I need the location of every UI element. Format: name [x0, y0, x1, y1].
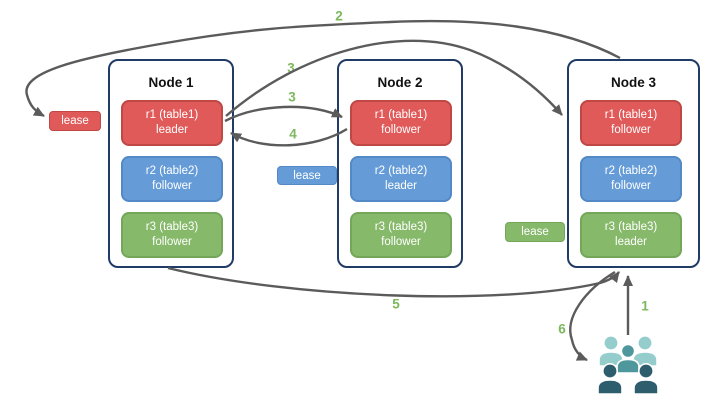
- users-icon: [597, 334, 659, 395]
- replica-role: leader: [156, 124, 188, 136]
- lease-badge-green: lease: [505, 222, 565, 242]
- replica-role: follower: [152, 236, 192, 248]
- step-label-2: 2: [335, 8, 343, 24]
- node3-title: Node 3: [610, 75, 656, 90]
- node1-replica-r1: r1 (table1) leader: [121, 100, 223, 146]
- arrow-step6-node3-to-users: [569, 270, 616, 362]
- replica-role: follower: [611, 124, 651, 136]
- node1-title: Node 1: [148, 75, 194, 90]
- step-label-1: 1: [641, 298, 649, 314]
- lease-badge-red: lease: [49, 111, 101, 131]
- replica-name: r1 (table1): [374, 109, 428, 122]
- node3-panel: Node 3 r1 (table1) follower r2 (table2) …: [567, 59, 700, 268]
- node2-replica-r2: r2 (table2) leader: [350, 156, 452, 202]
- step-label-3b: 3: [288, 89, 296, 105]
- replica-name: r3 (table3): [145, 221, 199, 234]
- replica-name: r2 (table2): [604, 165, 658, 178]
- replica-role: leader: [385, 180, 417, 192]
- node1-replica-r3: r3 (table3) follower: [121, 212, 223, 258]
- arrow-step3-leader-to-node2: [224, 105, 343, 123]
- node1-replica-r2: r2 (table2) follower: [121, 156, 223, 202]
- replica-role: follower: [611, 180, 651, 192]
- node3-replica-r1: r1 (table1) follower: [580, 100, 682, 146]
- replica-role: follower: [381, 124, 421, 136]
- step-label-6: 6: [558, 321, 566, 337]
- replica-role: follower: [152, 180, 192, 192]
- replica-name: r1 (table1): [145, 109, 199, 122]
- arrow-step5-node1-to-node3: [167, 266, 620, 298]
- replica-name: r3 (table3): [374, 221, 428, 234]
- step-label-3a: 3: [287, 60, 295, 76]
- replica-role: follower: [381, 236, 421, 248]
- lease-badge-blue: lease: [277, 166, 337, 185]
- replica-role: leader: [615, 236, 647, 248]
- replica-name: r1 (table1): [604, 109, 658, 122]
- node2-replica-r3: r3 (table3) follower: [350, 212, 452, 258]
- replica-name: r2 (table2): [374, 165, 428, 178]
- node1-panel: Node 1 r1 (table1) leader r2 (table2) fo…: [108, 59, 234, 268]
- replica-name: r2 (table2): [145, 165, 199, 178]
- step-label-5: 5: [392, 296, 400, 312]
- node2-panel: Node 2 r1 (table1) follower r2 (table2) …: [337, 59, 463, 268]
- node3-replica-r2: r2 (table2) follower: [580, 156, 682, 202]
- node2-replica-r1: r1 (table1) follower: [350, 100, 452, 146]
- node2-title: Node 2: [377, 75, 423, 90]
- replica-name: r3 (table3): [604, 221, 658, 234]
- node3-replica-r3: r3 (table3) leader: [580, 212, 682, 258]
- step-label-4: 4: [289, 126, 297, 142]
